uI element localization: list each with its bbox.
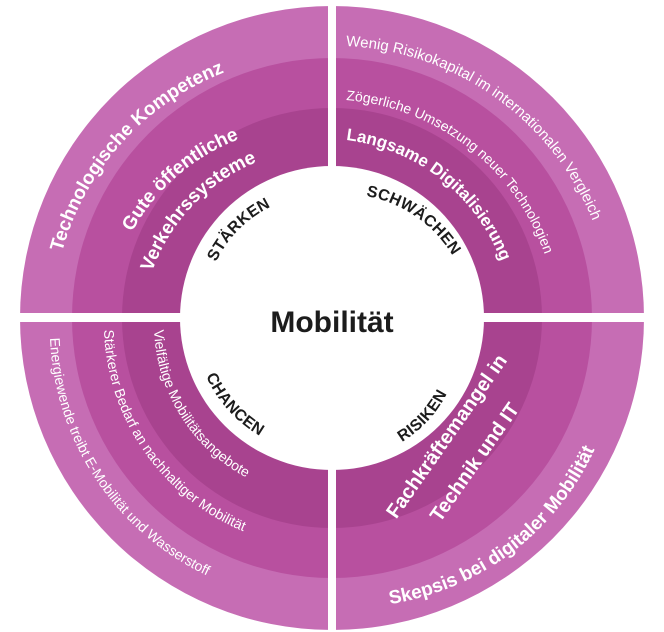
center-title: Mobilität [270,306,393,339]
separator-horizontal [0,313,664,322]
